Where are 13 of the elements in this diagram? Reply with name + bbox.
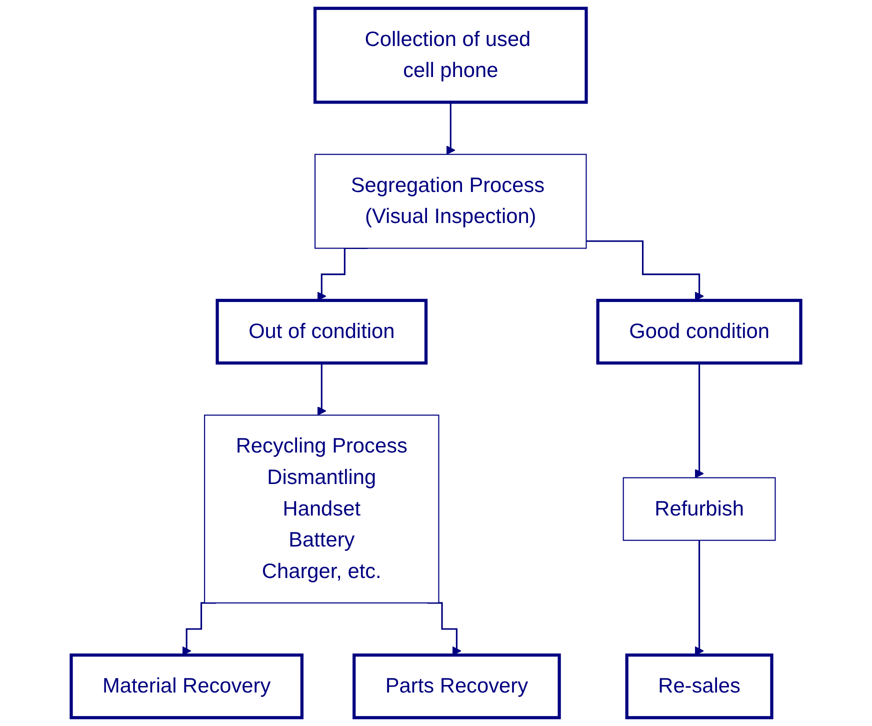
node-box: Re-sales [625,654,774,720]
node-box: Parts Recovery [352,654,561,720]
arrow [694,540,704,656]
node-box: Good condition [596,298,802,365]
node-box: Collection of used cell phone [313,6,588,104]
node-box: Recycling Process Dismantling Handset Battery Charger, etc. [204,414,440,604]
node-box: Segregation Process (Visual Inspection) [314,154,587,249]
arrow [317,362,326,416]
node-box: Refurbish [622,477,776,541]
arrow [586,240,704,301]
node-box: Material Recovery [70,654,304,720]
node-box: Out of condition [216,298,428,365]
arrow [446,101,456,155]
